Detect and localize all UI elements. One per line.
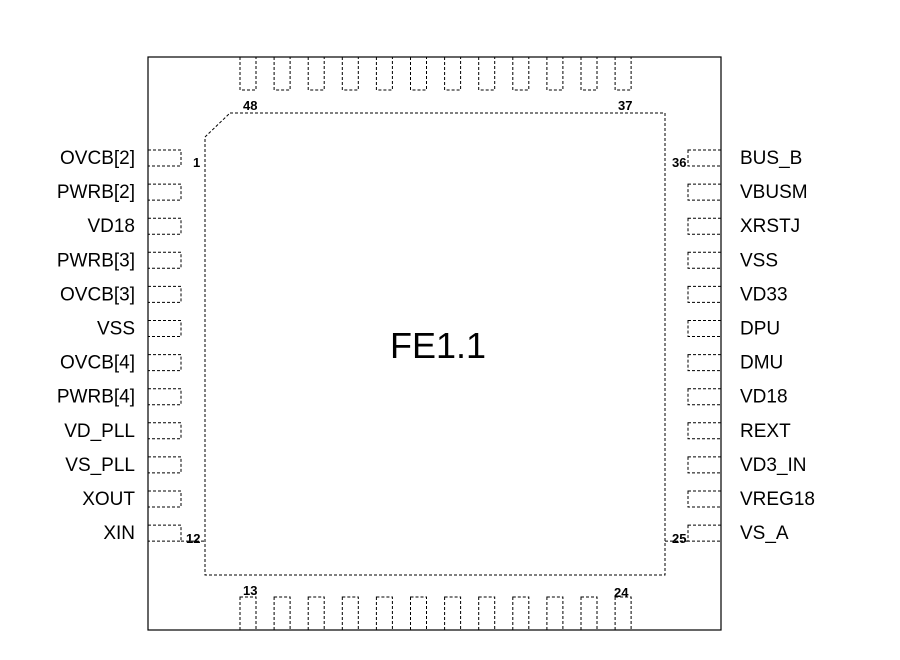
right-pin-pad-34 [687,217,722,235]
bottom-pin-pad-21 [512,596,530,631]
right-pin-label-30: DMU [740,353,783,374]
bottom-pin-pad-23 [580,596,598,631]
bottom-pin-pad-24 [614,596,632,631]
right-pin-label-28: REXT [740,421,791,442]
left-pin-pad-2 [147,183,182,201]
top-pin-pad-42 [444,56,462,91]
right-pin-label-25: VS_A [740,523,789,544]
pin-number-48: 48 [243,98,257,113]
left-pin-label-8: PWRB[4] [57,387,135,408]
pin-number-24: 24 [614,585,629,600]
left-pin-label-6: VSS [97,319,135,340]
top-pin-pad-37 [614,56,632,91]
right-pin-pad-31 [687,320,722,337]
right-pin-label-33: VSS [740,250,778,271]
pin-number-37: 37 [618,98,632,113]
left-pin-label-3: VD18 [87,216,135,237]
left-pin-pad-12 [147,524,182,542]
left-pin-pad-11 [147,490,182,508]
top-pin-pad-45 [341,56,359,91]
left-pin-pad-10 [147,456,182,474]
top-pin-pad-47 [273,56,291,91]
chip-body [204,112,666,576]
right-pin-label-31: DPU [740,319,780,340]
top-pin-group [239,56,632,91]
pin-number-1: 1 [193,155,200,170]
bottom-pin-pad-17 [375,596,393,631]
bottom-pin-pad-13 [239,596,257,631]
pin-number-13: 13 [243,583,257,598]
bottom-pin-pad-20 [478,596,496,631]
top-pin-pad-48 [239,56,257,91]
right-pin-label-26: VREG18 [740,489,815,510]
right-pin-pad-25 [687,524,722,542]
bottom-pin-pad-22 [546,596,564,631]
top-pin-pad-38 [580,56,598,91]
right-pin-pad-26 [687,490,722,508]
left-pin-pad-7 [147,354,182,372]
bottom-pin-pad-15 [307,596,325,631]
left-pin-pad-8 [147,388,182,406]
right-pin-label-35: VBUSM [740,182,808,203]
left-pin-pad-3 [147,217,182,235]
left-pin-label-12: XIN [103,523,135,544]
right-pin-pad-36 [687,149,722,167]
left-pin-label-11: XOUT [82,489,135,510]
left-pin-label-2: PWRB[2] [57,182,135,203]
top-pin-pad-41 [478,56,496,91]
right-pin-pad-28 [687,422,722,440]
right-pin-pad-35 [687,183,722,201]
right-pin-pad-32 [687,285,722,303]
right-pin-pad-33 [687,251,722,269]
top-pin-pad-46 [307,56,325,91]
left-pin-label-4: PWRB[3] [57,250,135,271]
bottom-pin-pad-18 [410,596,427,631]
left-pin-label-1: OVCB[2] [60,148,135,169]
right-pin-label-34: XRSTJ [740,216,800,237]
left-pin-pad-5 [147,285,182,303]
left-pin-label-5: OVCB[3] [60,284,135,305]
left-pin-pad-6 [147,320,182,337]
top-pin-pad-43 [410,56,427,91]
right-pin-label-27: VD3_IN [740,455,807,476]
right-pin-pad-30 [687,354,722,372]
pin-number-25: 25 [672,531,686,546]
right-pin-label-32: VD33 [740,284,788,305]
left-pin-pad-9 [147,422,182,440]
left-pin-label-7: OVCB[4] [60,353,135,374]
right-pin-label-36: BUS_B [740,148,802,169]
pin-number-36: 36 [672,155,686,170]
bottom-pin-pad-19 [444,596,462,631]
left-pin-pad-1 [147,149,182,167]
chip-title: FE1.1 [390,325,486,366]
top-pin-pad-39 [546,56,564,91]
right-pin-pad-29 [687,388,722,406]
left-pin-label-9: VD_PLL [64,421,135,442]
left-pin-pad-4 [147,251,182,269]
bottom-pin-group [239,596,632,631]
top-pin-pad-44 [375,56,393,91]
right-pin-pad-27 [687,456,722,474]
bottom-pin-pad-14 [273,596,291,631]
outer-frame [147,56,722,631]
right-pin-label-29: VD18 [740,387,788,408]
left-pin-label-10: VS_PLL [65,455,135,476]
pin-number-12: 12 [186,531,200,546]
bottom-pin-pad-16 [341,596,359,631]
top-pin-pad-40 [512,56,530,91]
